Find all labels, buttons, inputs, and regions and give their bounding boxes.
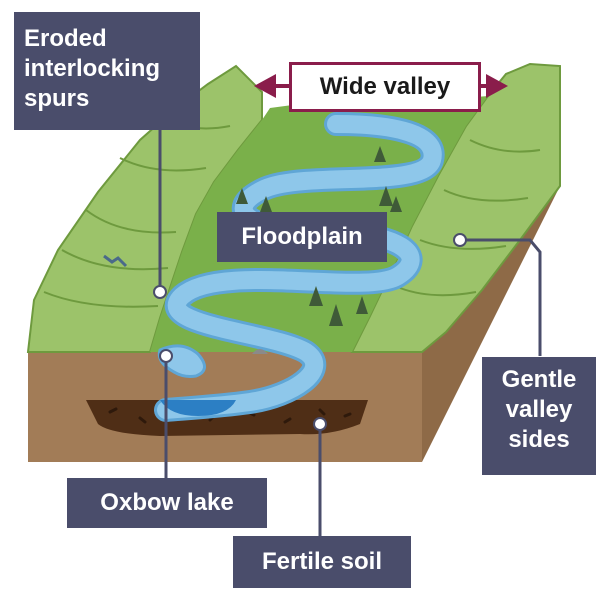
rock-icon [252, 349, 268, 354]
eroded-label-line-2: interlocking [24, 55, 161, 82]
fertile-soil-label: Fertile soil [233, 536, 411, 588]
leader-lines [158, 130, 542, 536]
oxbow-dot [159, 349, 173, 363]
fertile-dot [313, 417, 327, 431]
tree-icon [236, 188, 248, 204]
tree-icon [329, 304, 343, 326]
spur-feature-icon [103, 254, 128, 268]
eroded-label-line-3: spurs [24, 85, 90, 112]
tree-icon [260, 196, 272, 212]
gentle-valley-sides-label: Gentle valley sides [482, 357, 596, 475]
spur-ridge-lines [43, 115, 231, 308]
gentle-label-line-1: Gentle [501, 366, 577, 393]
tree-icon [379, 186, 393, 206]
tree-icon [356, 296, 368, 314]
tree-icon [309, 286, 323, 306]
arrow-left-icon [254, 74, 276, 98]
gentle-label-line-3: sides [508, 426, 570, 453]
tree-icon [390, 196, 402, 212]
gentle-label-line-2: valley [505, 396, 573, 423]
eroded-dot [153, 285, 167, 299]
left-valley-side [26, 64, 263, 353]
gentle-dot [453, 233, 467, 247]
river-cross-section [160, 400, 236, 416]
trees [236, 146, 402, 326]
gentle-side-lines [399, 139, 541, 297]
leader-dots [153, 233, 467, 431]
meandering-river-fill [157, 115, 442, 419]
arrow-right-icon [486, 74, 508, 98]
oxbow-lake-label: Oxbow lake [67, 478, 267, 528]
wide-valley-label: Wide valley [289, 62, 481, 112]
eroded-spurs-label: Eroded interlocking spurs [14, 12, 200, 130]
floodplain-label: Floodplain [217, 212, 387, 262]
tree-icon [374, 146, 386, 162]
eroded-label-line-1: Eroded [24, 25, 107, 52]
gentle-leader [460, 238, 542, 356]
